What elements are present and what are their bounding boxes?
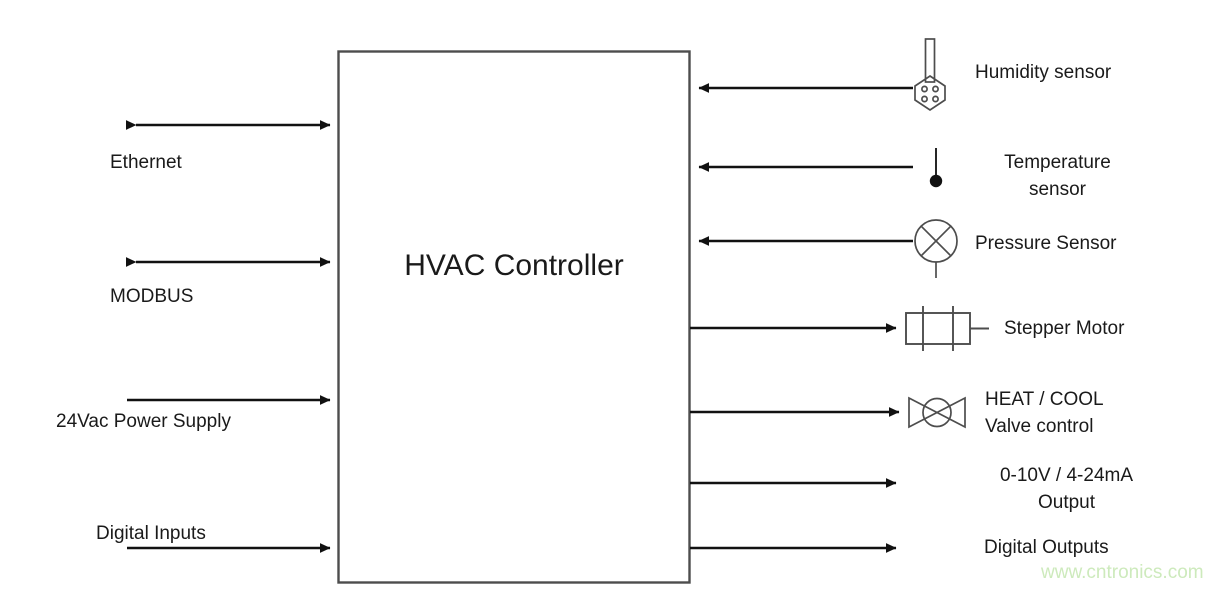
label-digital-inputs: Digital Inputs: [96, 523, 206, 544]
label-analog-output: 0-10V / 4-24mA Output: [984, 462, 1149, 516]
label-temperature-sensor-line2: sensor: [1028, 179, 1087, 200]
label-valve-control: HEAT / COOL Valve control: [985, 386, 1104, 440]
label-analog-output-line2: Output: [1037, 492, 1096, 513]
pressure-sensor-icon[interactable]: [914, 219, 958, 278]
label-stepper-motor: Stepper Motor: [1004, 318, 1125, 339]
valve-icon[interactable]: [908, 396, 966, 429]
label-temperature-sensor: Temperature sensor: [975, 149, 1140, 203]
watermark: www.cntronics.com: [1041, 562, 1204, 583]
label-valve-control-line2: Valve control: [985, 416, 1094, 437]
label-power-supply: 24Vac Power Supply: [56, 411, 231, 432]
page-title: HVAC Controller: [404, 249, 624, 282]
label-valve-control-line1: HEAT / COOL: [985, 389, 1104, 410]
temperature-sensor-icon[interactable]: [929, 148, 943, 188]
label-humidity-sensor: Humidity sensor: [975, 62, 1112, 83]
label-analog-output-line1: 0-10V / 4-24mA: [999, 465, 1134, 486]
label-temperature-sensor-line1: Temperature: [1004, 152, 1111, 173]
label-digital-outputs: Digital Outputs: [984, 537, 1109, 558]
label-pressure-sensor: Pressure Sensor: [975, 233, 1117, 254]
humidity-sensor-icon[interactable]: [914, 38, 946, 112]
stepper-motor-icon[interactable]: [905, 306, 989, 351]
label-ethernet: Ethernet: [110, 152, 182, 173]
controller-box[interactable]: [337, 50, 691, 584]
label-modbus: MODBUS: [110, 286, 194, 307]
